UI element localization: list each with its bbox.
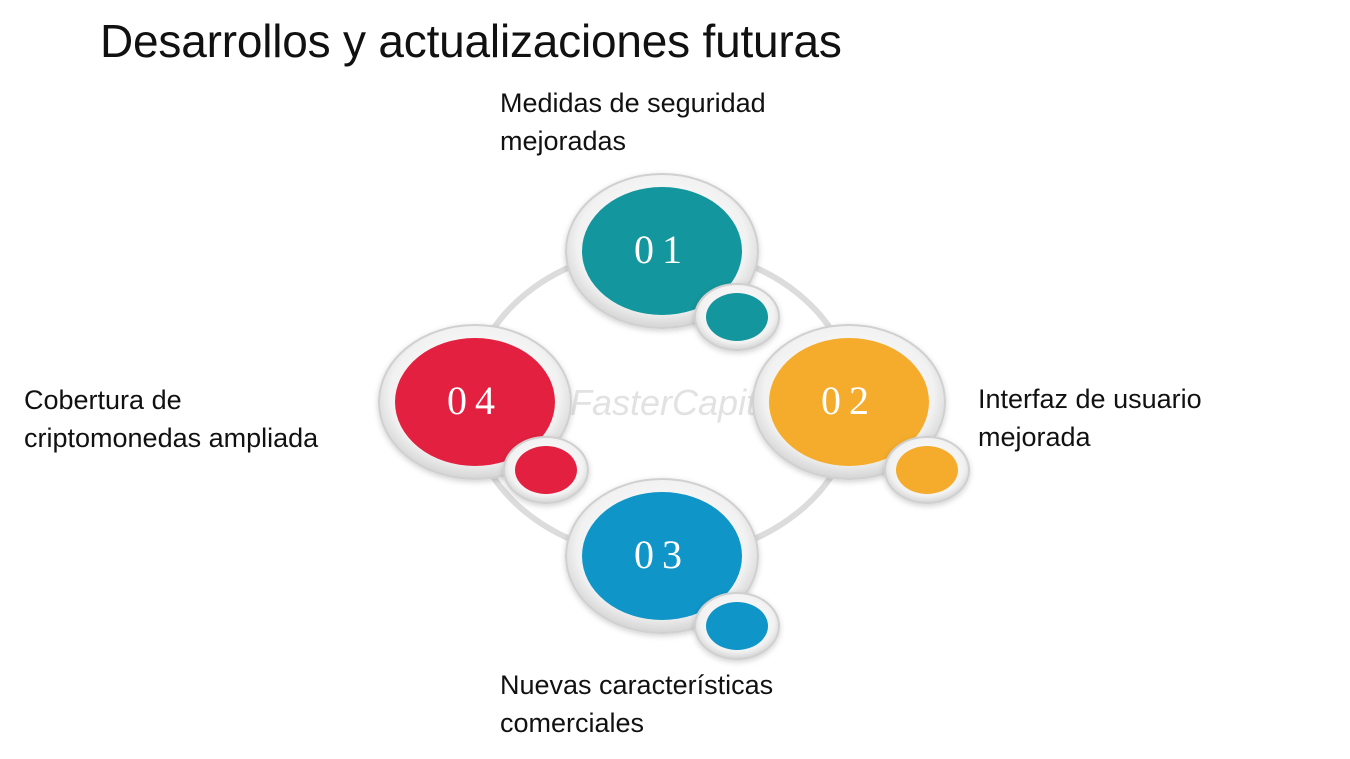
label-line: Cobertura de [24,385,182,415]
label-interfaz-de-usuario: Interfaz de usuario mejorada [978,380,1202,456]
label-line: mejoradas [500,126,627,156]
node-02-disc [769,338,929,466]
label-line: Interfaz de usuario [978,384,1202,414]
node-03-disc [582,492,742,620]
node-03-number: 03 [634,532,690,577]
label-line: comerciales [500,708,645,738]
node-02-number: 02 [821,378,877,423]
label-line: mejorada [978,422,1091,452]
watermark-text: FasterCapital [570,382,785,423]
label-cobertura-de-criptomonedas: Cobertura de criptomonedas ampliada [24,381,318,457]
node-03: 03 [565,478,780,660]
node-04-disc [395,338,555,466]
label-line: Medidas de seguridad [500,88,766,118]
node-04-number: 04 [447,378,503,423]
node-01-disc [582,187,742,315]
node-01-number: 01 [634,227,690,272]
label-line: Nuevas características [500,670,774,700]
node-01: 01 [565,173,780,351]
node-02-bubble [896,446,958,494]
label-nuevas-caracteristicas: Nuevas características comerciales [500,666,773,742]
label-medidas-de-seguridad: Medidas de seguridad mejoradas [500,84,766,160]
node-02: 02 [752,324,970,504]
node-04-bubble [515,446,577,494]
page-title: Desarrollos y actualizaciones futuras [100,15,842,67]
label-line: criptomonedas ampliada [24,423,319,453]
watermark: FasterCapital [570,382,785,423]
node-01-bubble [706,293,768,341]
node-03-bubble [706,602,768,650]
node-04: 04 [378,324,589,504]
